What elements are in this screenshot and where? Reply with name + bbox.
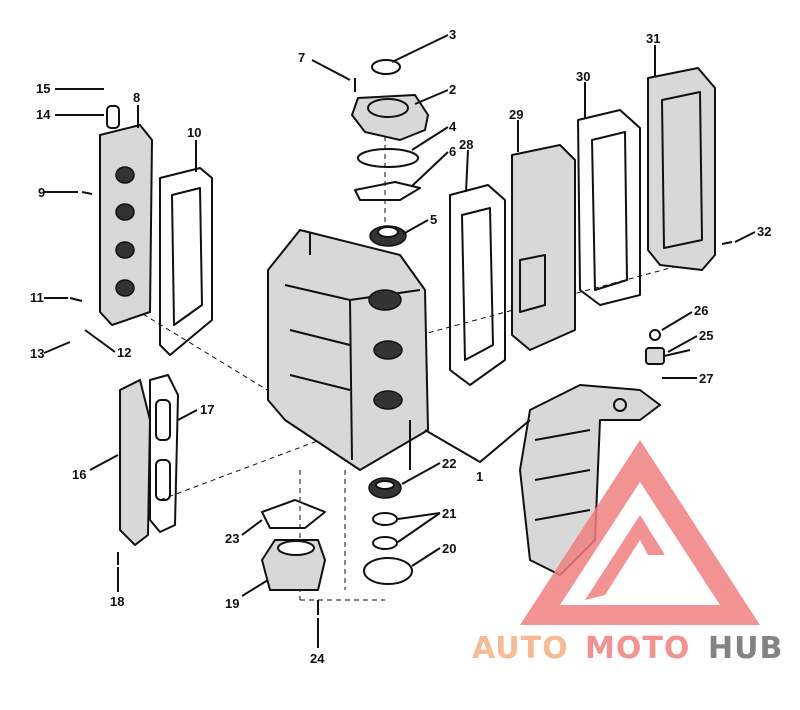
callout-32: 32 [757,224,771,239]
callout-27: 27 [699,371,713,386]
callout-10: 10 [187,125,201,140]
callout-24: 24 [310,651,325,666]
callout-22: 22 [442,456,456,471]
callout-6: 6 [449,144,456,159]
callout-28: 28 [459,137,473,152]
automotohub-watermark: AUTO MOTO HUB [472,440,783,666]
callout-30: 30 [576,69,590,84]
fasteners [69,191,733,565]
callout-19: 19 [225,596,239,611]
callout-25: 25 [699,328,713,343]
callout-9: 9 [38,185,45,200]
callout-labels: 3 2 4 6 5 7 8 10 9 15 14 11 12 13 17 16 … [30,27,771,666]
callout-5: 5 [430,212,437,227]
callout-20: 20 [442,541,456,556]
cylinder-head-cover [99,105,153,326]
callout-17: 17 [200,402,214,417]
watermark-word-moto: MOTO [585,631,690,666]
upper-bearing-parts [351,59,429,247]
callout-31: 31 [646,31,660,46]
callout-1: 1 [476,469,483,484]
callout-14: 14 [36,107,51,122]
exhaust-gasket-28 [449,184,506,386]
callout-8: 8 [133,90,140,105]
watermark-word-hub: HUB [708,631,783,666]
leader-lines [43,34,756,648]
callout-11: 11 [30,290,44,305]
callout-26: 26 [694,303,708,318]
callout-16: 16 [72,467,86,482]
crankcase-half [519,384,661,576]
callout-29: 29 [509,107,523,122]
callout-15: 15 [36,81,50,96]
callout-7: 7 [298,50,305,65]
watermark-triangle-logo [520,440,760,625]
transfer-port-gasket [149,374,179,533]
lower-bearing-cage [261,499,326,615]
cover-gasket [159,167,213,356]
callout-12: 12 [117,345,131,360]
callout-2: 2 [449,82,456,97]
callout-4: 4 [449,119,457,134]
watermark-word-auto: AUTO [472,631,569,666]
exhaust-gasket-30 [577,109,641,306]
exhaust-cover-31 [647,67,716,271]
exhaust-divider-plate-29 [511,144,576,351]
callout-13: 13 [30,346,44,361]
callout-21: 21 [442,506,456,521]
watermark-inner-mark [585,515,665,600]
sensor-and-nut [645,329,691,365]
callout-23: 23 [225,531,239,546]
transfer-port-cover [119,379,151,546]
callout-18: 18 [110,594,124,609]
callout-3: 3 [449,27,456,42]
lower-bearing-parts [363,477,413,585]
cylinder-block [267,229,429,471]
